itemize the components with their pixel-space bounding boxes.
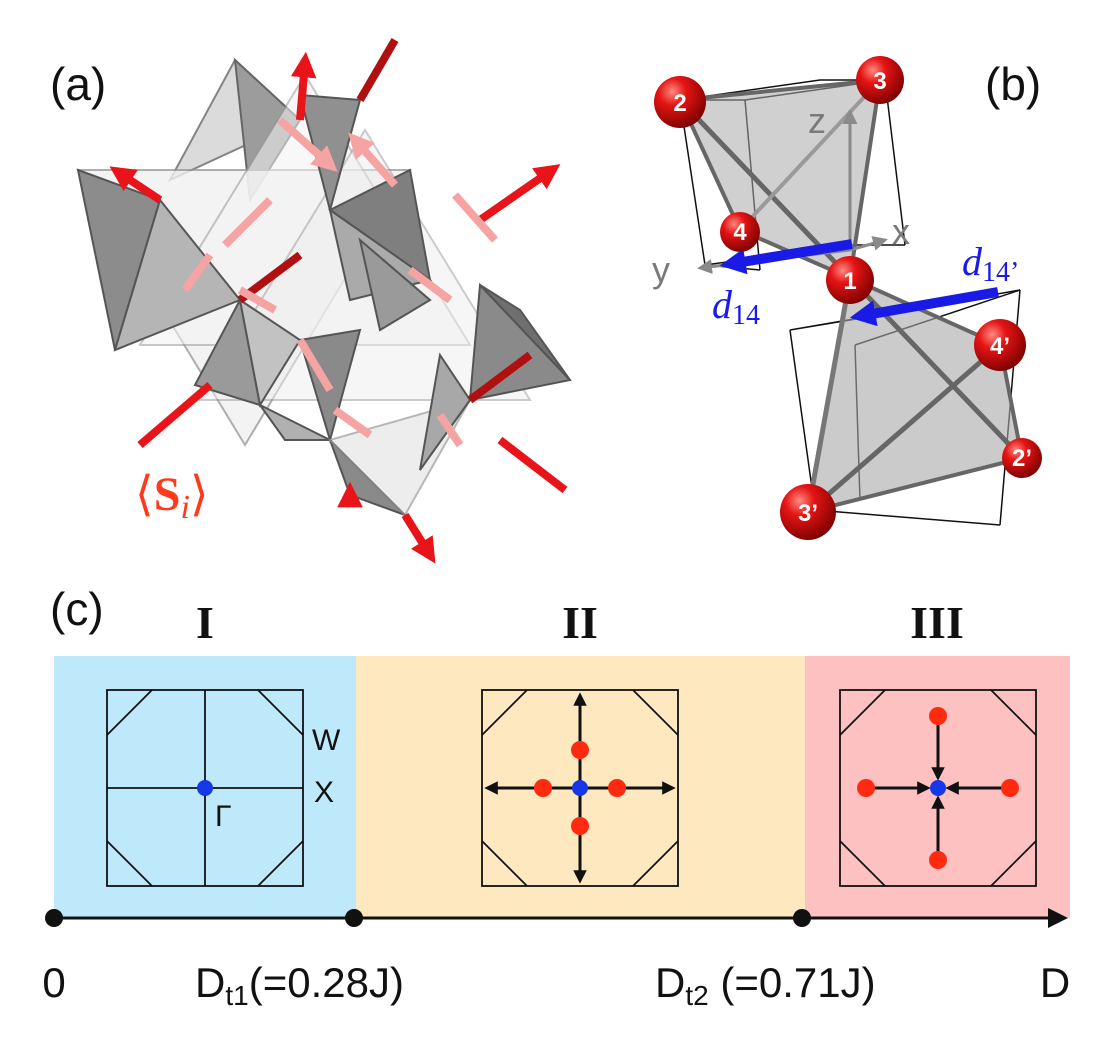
bz-phase-ii <box>481 689 679 887</box>
w-point-label: W <box>312 724 341 757</box>
panel-c: (c) I II III Γ W X <box>42 583 1070 1011</box>
minimum-point <box>857 779 875 797</box>
site-1: 1 <box>826 256 874 304</box>
d14-label: d14 <box>712 282 760 331</box>
x-point-label: X <box>314 776 334 809</box>
axis-z-label: z <box>808 100 826 141</box>
bz-iii-arrows <box>866 716 1010 860</box>
svg-text:2: 2 <box>673 90 686 117</box>
panel-a: (a) <box>50 37 572 564</box>
gamma-point-iii <box>930 780 946 796</box>
gamma-point-ii <box>572 780 588 796</box>
d-axis: 0 Dt1(=0.28J) Dt2 (=0.71J) D <box>42 908 1070 1011</box>
minimum-point <box>571 817 589 835</box>
minimum-point <box>929 851 947 869</box>
svg-text:3: 3 <box>873 68 886 95</box>
dt1-label: Dt1(=0.28J) <box>195 959 404 1011</box>
panel-c-label: (c) <box>50 583 104 635</box>
dt1-dot <box>345 909 363 927</box>
gamma-label: Γ <box>215 800 232 833</box>
dm-vectors: d14 d14’ <box>712 239 1019 331</box>
site-3: 3 <box>856 56 904 104</box>
phase-i-label: I <box>196 597 214 648</box>
panel-a-label: (a) <box>50 58 106 110</box>
axis-x-label: x <box>892 211 910 252</box>
spin-arrows <box>109 37 568 564</box>
panel-b-label: (b) <box>985 58 1041 110</box>
phase-iii-label: III <box>910 597 964 648</box>
minimum-point <box>929 707 947 725</box>
minimum-point <box>571 741 589 759</box>
axis-origin-dot <box>45 909 63 927</box>
dt2-dot <box>793 909 811 927</box>
minimum-point <box>1001 779 1019 797</box>
site-2: 2 <box>654 76 706 128</box>
axis-origin-label: 0 <box>42 959 65 1006</box>
minimum-point <box>608 779 626 797</box>
site-2-prime: 2’ <box>1002 438 1042 478</box>
phase-ii-label: II <box>562 597 598 648</box>
lower-tetrahedron <box>805 275 1025 515</box>
site-3-prime: 3’ <box>780 484 836 540</box>
spin-expectation-label: ⟨Si⟩ <box>135 468 209 526</box>
svg-text:4’: 4’ <box>990 333 1010 360</box>
axis-y-label: y <box>652 249 670 290</box>
dt2-label: Dt2 (=0.71J) <box>655 959 876 1011</box>
axis-end-label: D <box>1040 959 1070 1006</box>
minimum-point <box>534 779 552 797</box>
bz-phase-iii <box>839 689 1037 887</box>
site-4-prime: 4’ <box>974 319 1026 371</box>
svg-text:3’: 3’ <box>798 500 818 527</box>
panel-b: (b) <box>652 56 1042 540</box>
svg-text:2’: 2’ <box>1012 445 1032 472</box>
gamma-point-i <box>197 780 213 796</box>
site-4: 4 <box>720 212 760 252</box>
d14p-label: d14’ <box>962 239 1019 288</box>
svg-text:4: 4 <box>733 219 747 246</box>
local-axes: z x y <box>652 100 910 290</box>
kagome-pyrochlore-lattice <box>76 57 572 517</box>
svg-text:1: 1 <box>843 268 856 295</box>
